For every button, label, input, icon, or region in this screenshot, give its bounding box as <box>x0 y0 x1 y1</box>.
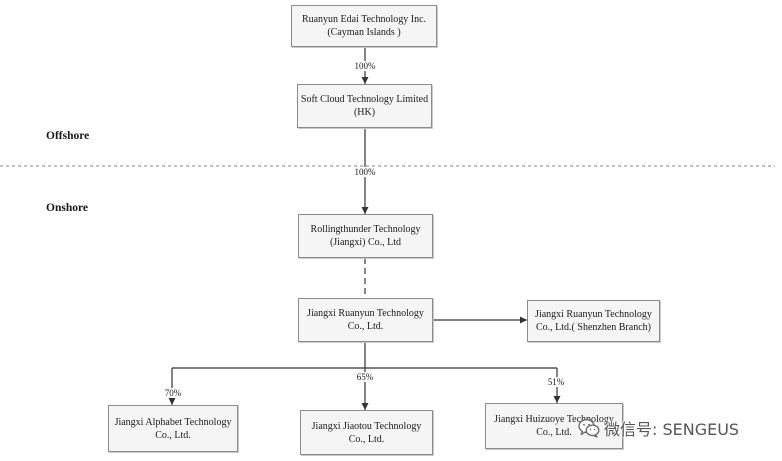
entity-name-line1: Jiangxi Ruanyun Technology <box>307 308 424 319</box>
watermark-text: 微信号: SENGEUS <box>604 420 740 439</box>
entity-name-line1: Soft Cloud Technology Limited <box>300 94 429 105</box>
entity-name-line2: (Cayman Islands ) <box>327 27 401 38</box>
ownership-percent-label-rollingthunder: 100% <box>353 167 377 177</box>
entity-name-line2: Co., Ltd. <box>536 427 572 438</box>
entity-box-alphabet: Jiangxi Alphabet Technology Co., Ltd. <box>108 405 238 452</box>
entity-box-huizuoye: Jiangxi Huizuoye Technology Co., Ltd. <box>485 403 623 449</box>
region-label-onshore: Onshore <box>46 202 88 214</box>
entity-box-jiaotou: Jiangxi Jiaotou Technology Co., Ltd. <box>300 410 433 455</box>
ownership-percent-label-huizuoye: 51% <box>546 377 566 387</box>
region-label-offshore: Offshore <box>46 130 90 142</box>
entity-name-line1: Ruanyun Edai Technology Inc. <box>301 14 427 25</box>
wechat-icon <box>578 419 600 438</box>
entity-name-line2: Co., Ltd. <box>348 433 385 445</box>
entity-name-line2: Co., Ltd.( Shenzhen Branch) <box>536 322 651 333</box>
ownership-percent-label-hk: 100% <box>353 61 377 71</box>
entity-name-line1: Jiangxi Alphabet Technology <box>114 416 232 428</box>
entity-name-line1: Rollingthunder Technology <box>310 224 421 235</box>
entity-box-hk-holding: Soft Cloud Technology Limited (HK) <box>297 84 432 128</box>
entity-box-shenzhen-branch: Jiangxi Ruanyun Technology Co., Ltd.( Sh… <box>527 300 660 342</box>
ownership-percent-label-jiaotou: 65% <box>355 372 375 382</box>
entity-name-line2: Co., Ltd. <box>155 429 191 441</box>
entity-name-line2: (Jiangxi) Co., Ltd <box>329 237 402 248</box>
entity-box-cayman-parent: Ruanyun Edai Technology Inc. (Cayman Isl… <box>291 5 437 47</box>
ownership-percent-label-alphabet: 70% <box>163 388 183 398</box>
entity-box-ruanyun-jiangxi: Jiangxi Ruanyun Technology Co., Ltd. <box>298 298 433 342</box>
entity-name-line2: (HK) <box>353 107 376 118</box>
entity-box-rollingthunder: Rollingthunder Technology (Jiangxi) Co.,… <box>298 214 433 258</box>
entity-name-line1: Jiangxi Jiaotou Technology <box>311 420 422 432</box>
entity-name-line2: Co., Ltd. <box>347 321 384 332</box>
watermark: 微信号: SENGEUS <box>578 416 739 440</box>
entity-name-line1: Jiangxi Huizuoye Technology <box>494 414 614 425</box>
entity-name-line1: Jiangxi Ruanyun Technology <box>535 309 652 320</box>
